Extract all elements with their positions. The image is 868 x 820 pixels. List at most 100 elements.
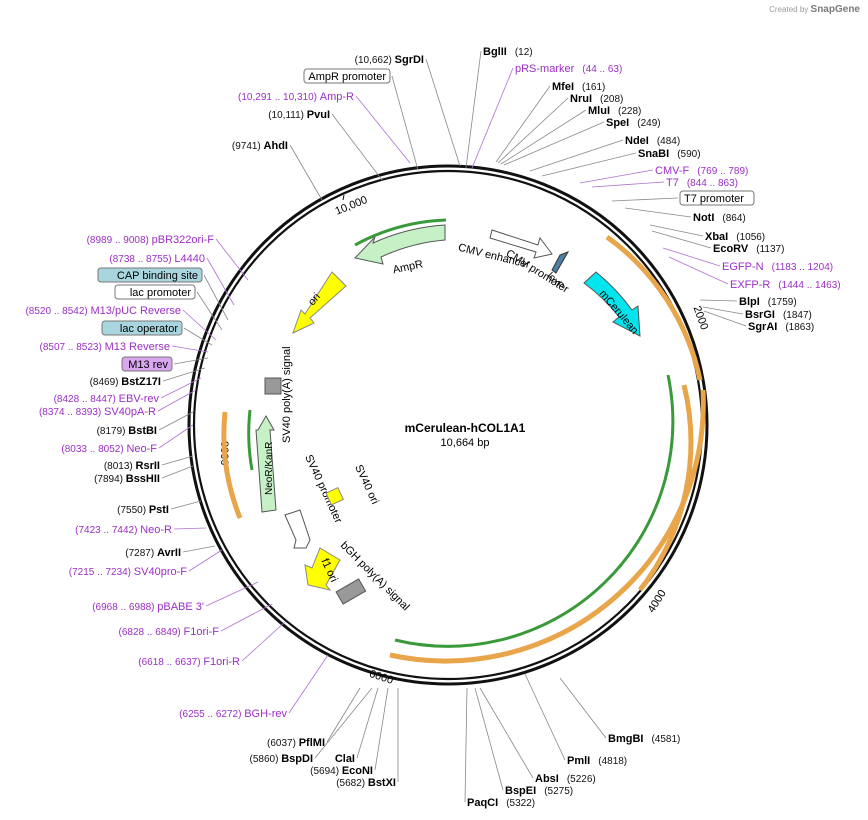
- site-leader-line: [160, 377, 202, 399]
- site-label-t7-promoter: T7 promoter: [611, 190, 755, 206]
- site-label-text: MluI(228): [588, 105, 641, 117]
- site-label-amp-r: (10,291 .. 10,310) Amp-R: [238, 91, 411, 164]
- site-label-text: (5860) BspDI: [250, 753, 313, 765]
- site-label-bspdi: (5860) BspDI: [250, 687, 373, 765]
- site-label-text: (7423 .. 7442) Neo-R: [75, 524, 172, 536]
- site-label-text: ClaI: [335, 753, 355, 765]
- site-leader-line: [215, 238, 249, 281]
- site-label-bsshii: (7894) BssHII: [94, 465, 194, 485]
- site-leader-line: [495, 85, 551, 163]
- bgh-polya-label: bGH poly(A) signal: [338, 539, 412, 613]
- site-label-text: CMV-F(769 .. 789): [655, 165, 748, 177]
- site-label-blpi: BlpI(1759): [699, 296, 797, 308]
- site-label-text: (6828 .. 6849) F1ori-F: [119, 626, 220, 638]
- site-leader-line: [374, 687, 389, 771]
- site-leader-line: [497, 97, 569, 164]
- site-label-text: NruI(208): [570, 93, 623, 105]
- site-label-egfp-n: EGFP-N(1183 .. 1204): [662, 247, 833, 273]
- feature-box: [97, 267, 203, 283]
- site-label-bgh-rev: (6255 .. 6272) BGH-rev: [179, 654, 329, 720]
- site-label-snabi: SnaBI(590): [541, 148, 701, 177]
- site-leader-line: [703, 310, 747, 327]
- site-label-text: (5682) BstXI: [336, 777, 396, 789]
- site-label-mlui: MluI(228): [500, 105, 641, 165]
- site-label-text: pRS-marker(44 .. 63): [515, 63, 622, 75]
- site-leader-line: [161, 465, 194, 479]
- loxp-arrow: [551, 251, 570, 274]
- site-label-text: MfeI(161): [552, 81, 605, 93]
- site-label-text: (6968 .. 6988) pBABE 3': [92, 601, 204, 613]
- site-leader-line: [471, 67, 514, 169]
- site-label-prs-marker: pRS-marker(44 .. 63): [471, 63, 622, 169]
- site-label-sgrai: SgrAI(1863): [703, 310, 814, 333]
- site-leader-line: [591, 181, 665, 188]
- site-leader-line: [157, 389, 197, 412]
- site-label-text: XbaI(1056): [705, 231, 765, 243]
- site-label-m13-puc-reverse: (8520 .. 8542) M13/pUC Reverse: [25, 305, 217, 341]
- snapgene-credit: Created by SnapGene: [769, 4, 860, 15]
- site-label-text: BspEI(5275): [505, 785, 573, 797]
- site-label-sv40pa-r: (8374 .. 8393) SV40pA-R: [39, 389, 197, 418]
- site-label-text: lac operator: [120, 323, 178, 335]
- neokanr-label: NeoR/KanR: [264, 442, 275, 495]
- neokanr-arrow: [255, 414, 277, 513]
- site-label-text: (7287) AvrII: [125, 547, 181, 559]
- site-leader-line: [182, 309, 217, 341]
- site-label-rsrii: (8013) RsrII: [104, 455, 194, 472]
- site-label-text: (10,111) PvuI: [268, 109, 330, 121]
- site-leader-line: [171, 345, 209, 353]
- site-label-text: SnaBI(590): [638, 148, 701, 160]
- sv40-polya-label: SV40 poly(A) signal: [281, 346, 293, 443]
- site-label-nrui: NruI(208): [497, 93, 623, 164]
- site-label-text: BsrGI(1847): [745, 309, 812, 321]
- backbone-outer: [187, 164, 709, 686]
- site-label-text: (7215 .. 7234) SV40pro-F: [69, 566, 188, 578]
- site-label-text: (8179) BstBI: [97, 425, 157, 437]
- site-label-text: (8469) BstZ17I: [90, 376, 161, 388]
- site-label-t7: T7(844 .. 863): [591, 177, 738, 189]
- site-leader-line: [479, 687, 534, 779]
- site-leader-line: [356, 687, 379, 759]
- snapgene-logo: SnapGene: [810, 4, 860, 15]
- svg-text:2000: 2000: [691, 304, 711, 331]
- tick-6000: 6000: [368, 668, 395, 687]
- site-label-cmv-f: CMV-F(769 .. 789): [579, 165, 748, 184]
- site-label-lac-operator: lac operator: [101, 320, 213, 346]
- site-leader-line: [699, 299, 738, 302]
- site-leader-line: [611, 197, 679, 202]
- site-leader-line: [326, 687, 361, 743]
- site-label-pvui: (10,111) PvuI: [268, 109, 383, 181]
- site-label-bmgbi: BmgBI(4581): [559, 677, 680, 745]
- site-leader-line: [651, 230, 712, 249]
- site-leader-line: [205, 581, 259, 607]
- orange-arc-1: [605, 234, 703, 381]
- credit-prefix: Created by: [769, 5, 809, 14]
- site-label-m13-rev: M13 rev: [121, 356, 209, 372]
- site-label-text: (8507 .. 8523) M13 Reverse: [40, 341, 170, 353]
- site-label-ndei: NdeI(484): [529, 135, 680, 172]
- site-label-bstxi: (5682) BstXI: [336, 688, 399, 789]
- green-arc-left: [247, 409, 254, 471]
- site-label-cap-binding-site: CAP binding site: [97, 267, 229, 321]
- site-label-avrii: (7287) AvrII: [125, 545, 216, 559]
- site-label-econi: (5694) EcoNI: [310, 687, 389, 777]
- feature-box: [101, 320, 183, 336]
- site-leader-line: [503, 121, 605, 166]
- site-label-ahdi: (9741) AhdI: [232, 140, 323, 201]
- site-label-text: (8428 .. 8447) EBV-rev: [54, 393, 160, 405]
- site-label-text: AbsI(5226): [535, 773, 596, 785]
- site-label-text: lac promoter: [130, 287, 191, 299]
- site-leader-line: [529, 139, 624, 172]
- site-label-paqci: PaqCI(5322): [464, 687, 535, 809]
- site-label-text: SgrAI(1863): [748, 321, 814, 333]
- site-leader-line: [391, 75, 419, 171]
- site-label-ampr-promoter: AmpR promoter: [303, 68, 419, 171]
- site-label-text: PmlI(4818): [567, 755, 627, 767]
- svg-text:10,000: 10,000: [334, 194, 370, 218]
- feature-box: [303, 68, 391, 84]
- site-leader-line: [158, 411, 194, 431]
- site-label-f1ori-r: (6618 .. 6637) F1ori-R: [138, 621, 286, 668]
- site-leader-line: [541, 152, 637, 177]
- site-leader-line: [624, 207, 692, 218]
